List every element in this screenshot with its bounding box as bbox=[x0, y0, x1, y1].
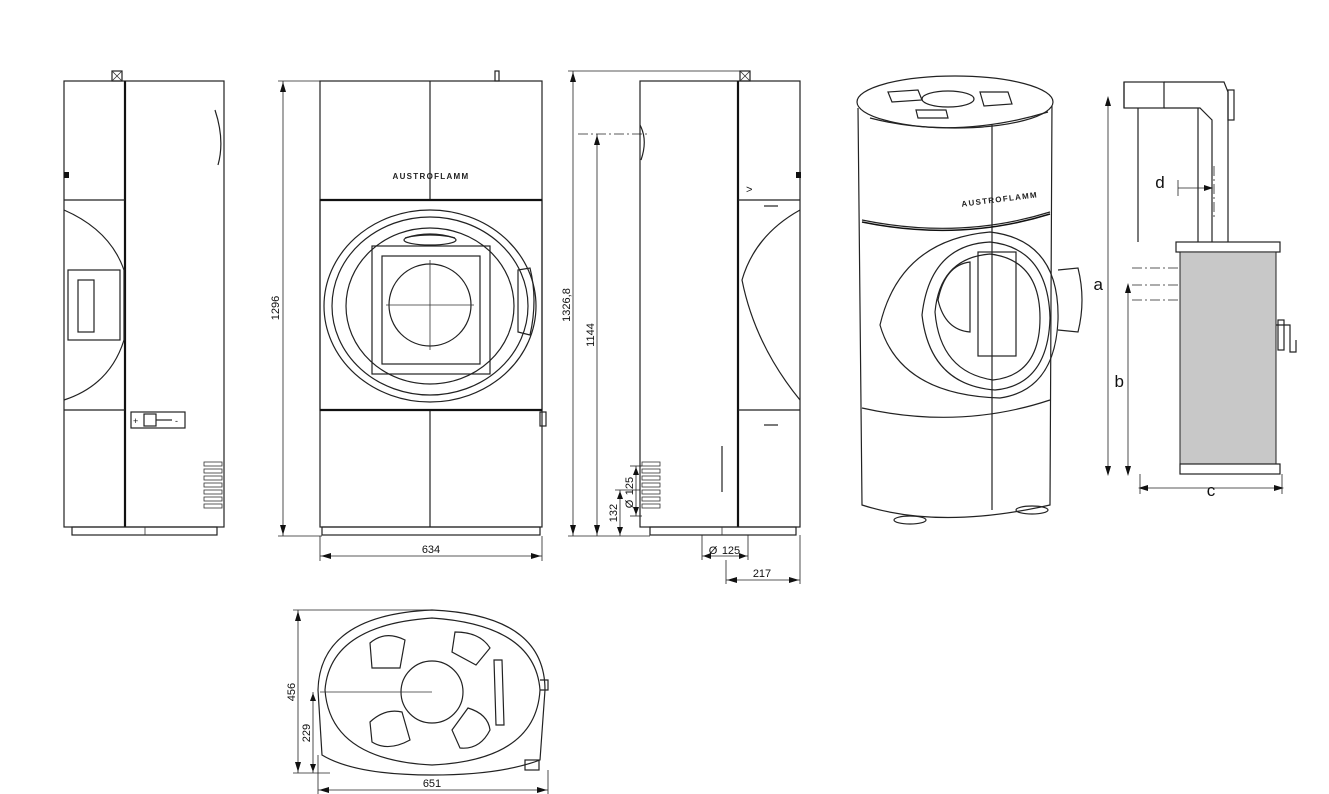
diameter-symbol-bottom: Ø bbox=[709, 545, 718, 557]
dim-text-1296: 1296 bbox=[270, 296, 282, 320]
dim-text-456: 456 bbox=[286, 683, 298, 701]
dim-217: 217 bbox=[725, 535, 801, 584]
front-view: AUSTROFLAMM bbox=[319, 70, 547, 536]
dim-132: 132 bbox=[608, 489, 640, 536]
installation-schematic: a b c d bbox=[1094, 81, 1297, 500]
side-view-left: + - bbox=[63, 70, 225, 536]
arrow-mark: > bbox=[746, 184, 752, 196]
svg-text:-: - bbox=[175, 416, 178, 426]
side-vent-slots-right bbox=[641, 461, 661, 509]
dim-text-125-bottom: 125 bbox=[722, 545, 740, 557]
brand-logo-front: AUSTROFLAMM bbox=[393, 172, 470, 181]
air-regulator-slider: + - bbox=[130, 411, 186, 429]
door-handle-front bbox=[517, 267, 547, 427]
dim-1144: 1144 bbox=[578, 133, 648, 536]
label-c: c bbox=[1207, 481, 1216, 500]
dim-text-125-side: 125 bbox=[624, 477, 636, 495]
dim-text-217: 217 bbox=[753, 568, 771, 580]
label-d: d bbox=[1155, 173, 1164, 192]
label-a: a bbox=[1094, 275, 1104, 294]
dim-456: 456 bbox=[286, 609, 432, 774]
side-vent-slots bbox=[203, 461, 223, 509]
dim-text-651: 651 bbox=[423, 778, 441, 790]
dim-text-1144: 1144 bbox=[585, 323, 597, 347]
brand-logo-perspective: AUSTROFLAMM bbox=[961, 190, 1038, 208]
dim-229: 229 bbox=[301, 692, 316, 773]
svg-text:+: + bbox=[133, 416, 138, 426]
dim-text-1326-8: 1326,8 bbox=[561, 288, 573, 322]
dim-634: 634 bbox=[319, 536, 543, 561]
dim-1296: 1296 bbox=[270, 80, 322, 537]
diameter-symbol-side: Ø bbox=[624, 499, 636, 508]
dim-text-634: 634 bbox=[422, 544, 440, 556]
dim-text-132: 132 bbox=[608, 504, 620, 522]
label-b: b bbox=[1115, 372, 1124, 391]
dim-1326-8: 1326,8 bbox=[561, 70, 740, 537]
dim-text-229: 229 bbox=[301, 724, 313, 742]
top-view bbox=[317, 609, 549, 776]
dim-651: 651 bbox=[317, 755, 549, 794]
dim-dia-125-side: 125 Ø bbox=[624, 465, 642, 517]
side-view-right: > bbox=[639, 70, 801, 536]
perspective-view: AUSTROFLAMM bbox=[856, 75, 1083, 525]
dim-dia-125-bottom: Ø 125 bbox=[701, 535, 749, 560]
